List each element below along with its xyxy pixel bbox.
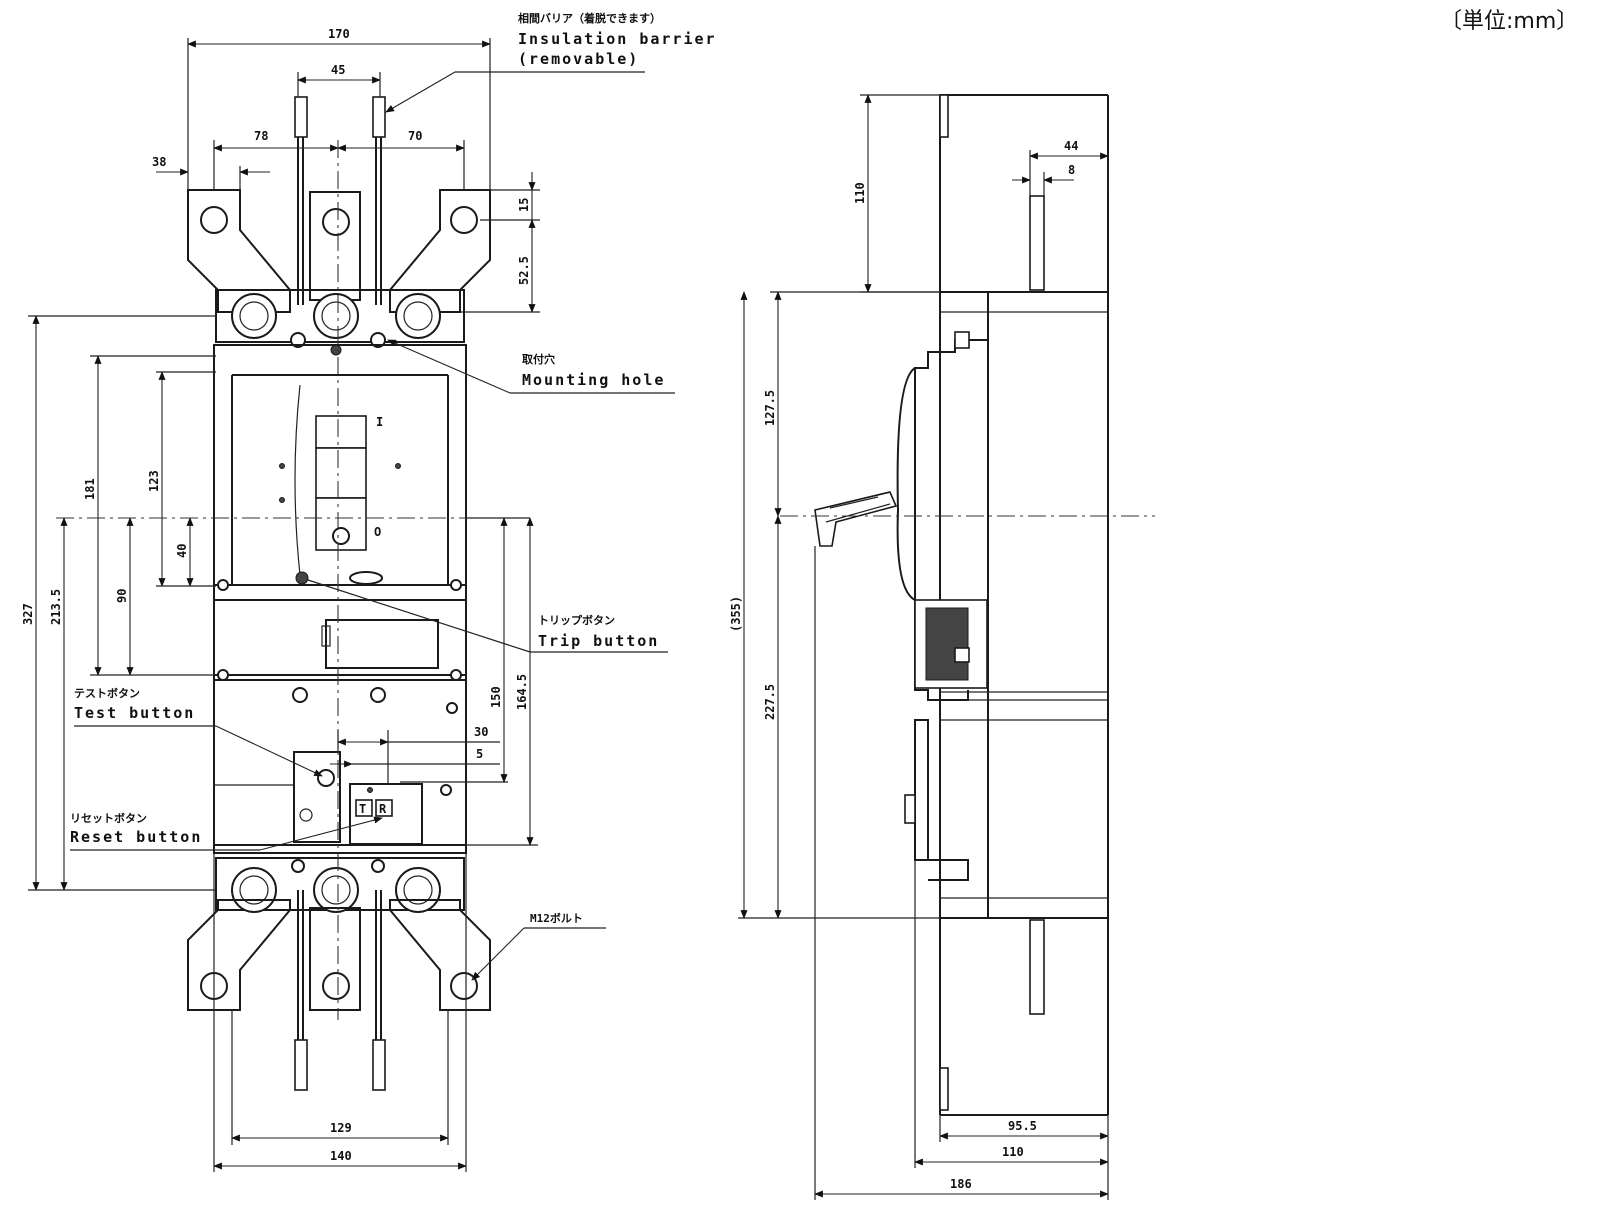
- insulation-barriers: [294, 96, 386, 1091]
- dim-38: 38: [152, 155, 166, 169]
- barrier-label-jp: 相間バリア（着脱できます）: [518, 11, 661, 25]
- side-barrier-bottom: [1029, 919, 1045, 1015]
- bottom-terminal-row: [215, 857, 465, 913]
- dim-164-5: 164.5: [515, 674, 529, 710]
- dim-327: 327: [21, 603, 35, 625]
- terminal-hole: [200, 206, 228, 234]
- dim-side-44: 44: [1064, 139, 1078, 153]
- side-view: [780, 94, 1155, 1116]
- dim-side-127-5: 127.5: [763, 390, 777, 426]
- terminal-hole: [450, 206, 478, 234]
- reset-label-en: Reset button: [70, 828, 202, 846]
- handle: I O: [279, 415, 401, 585]
- dim-213-5: 213.5: [49, 589, 63, 625]
- mounting-hole: [330, 344, 342, 356]
- dim-side-95-5: 95.5: [1008, 1119, 1037, 1133]
- side-dimensions: 110 44 8 127.5 (355) 227.5 95.5 110 186: [729, 94, 1109, 1200]
- front-view: I O T R: [56, 96, 520, 1091]
- svg-text:R: R: [379, 802, 387, 816]
- test-label-jp: テストボタン: [74, 686, 140, 700]
- front-callouts: 相間バリア（着脱できます） Insulation barrier (remova…: [70, 11, 717, 981]
- unit-label: 〔単位:mm〕: [1440, 9, 1578, 34]
- dim-129: 129: [330, 1121, 352, 1135]
- dim-70: 70: [408, 129, 422, 143]
- test-label-en: Test button: [74, 704, 195, 722]
- barrier-label-removable: (removable): [518, 50, 639, 68]
- trip-label-en: Trip button: [538, 632, 659, 650]
- trip-label-jp: トリップボタン: [538, 613, 615, 627]
- dim-side-8: 8: [1068, 163, 1075, 177]
- dim-5: 5: [476, 747, 483, 761]
- front-dimensions: 170 45 78 70 38 15 52.5 327 213.5: [21, 27, 540, 1172]
- dim-181: 181: [83, 478, 97, 500]
- test-reset-area: T R: [214, 751, 452, 845]
- dim-15: 15: [517, 198, 531, 212]
- top-terminals: [187, 189, 491, 313]
- dim-side-110-bottom: 110: [1002, 1145, 1024, 1159]
- test-button: [317, 769, 335, 787]
- test-key: [355, 799, 373, 817]
- dim-90: 90: [115, 589, 129, 603]
- handle-on-mark: I: [376, 415, 383, 429]
- dim-side-227-5: 227.5: [763, 684, 777, 720]
- dim-170: 170: [328, 27, 350, 41]
- mounting-label-jp: 取付穴: [522, 352, 555, 366]
- reset-key: [375, 799, 393, 817]
- barrier-label-en: Insulation barrier: [518, 30, 717, 48]
- reset-label-jp: リセットボタン: [70, 811, 147, 825]
- terminal-hole: [322, 208, 350, 236]
- dim-52-5: 52.5: [517, 256, 531, 285]
- top-terminal-row: [215, 289, 465, 356]
- dim-30: 30: [474, 725, 488, 739]
- side-handle: [814, 491, 898, 547]
- svg-text:T: T: [359, 802, 366, 816]
- dim-side-110-top: 110: [853, 182, 867, 204]
- bottom-terminals: [187, 899, 491, 1011]
- handle-off-mark: O: [374, 525, 381, 539]
- dim-78: 78: [254, 129, 268, 143]
- bolt-label: M12ボルト: [530, 911, 583, 925]
- side-barrier-top: [1029, 195, 1045, 291]
- rating-window: [321, 619, 439, 669]
- dim-side-355: (355): [729, 596, 743, 632]
- dim-150: 150: [489, 686, 503, 708]
- dim-45: 45: [331, 63, 345, 77]
- breaker-body: [213, 344, 467, 854]
- mounting-label-en: Mounting hole: [522, 371, 665, 389]
- dim-40: 40: [175, 544, 189, 558]
- dim-140: 140: [330, 1149, 352, 1163]
- dim-123: 123: [147, 470, 161, 492]
- trip-button: [295, 571, 309, 585]
- dim-side-186: 186: [950, 1177, 972, 1191]
